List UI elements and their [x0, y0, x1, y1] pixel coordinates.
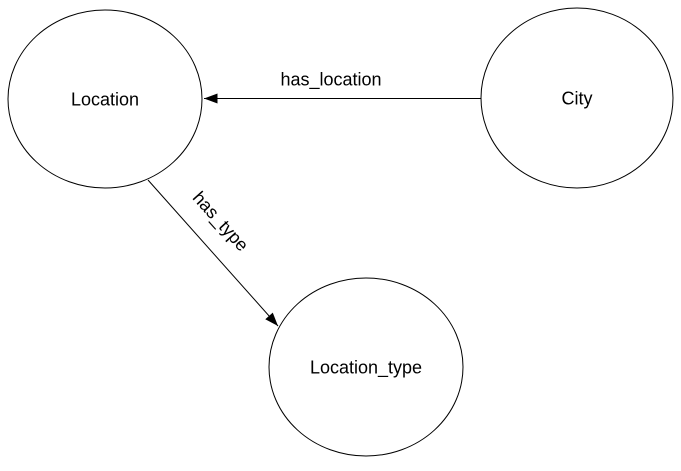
edge-has-type[interactable]: [147, 179, 279, 327]
node-location-type-circle[interactable]: [268, 277, 464, 457]
edge-label-has-type: has_type: [188, 187, 252, 255]
node-city-label: City: [562, 89, 593, 109]
node-city-circle[interactable]: [480, 7, 674, 189]
node-location-label: Location: [71, 90, 139, 110]
node-location-type-label: Location_type: [310, 358, 422, 379]
node-location-circle[interactable]: [7, 9, 203, 189]
edge-label-has-location: has_location: [280, 70, 381, 91]
